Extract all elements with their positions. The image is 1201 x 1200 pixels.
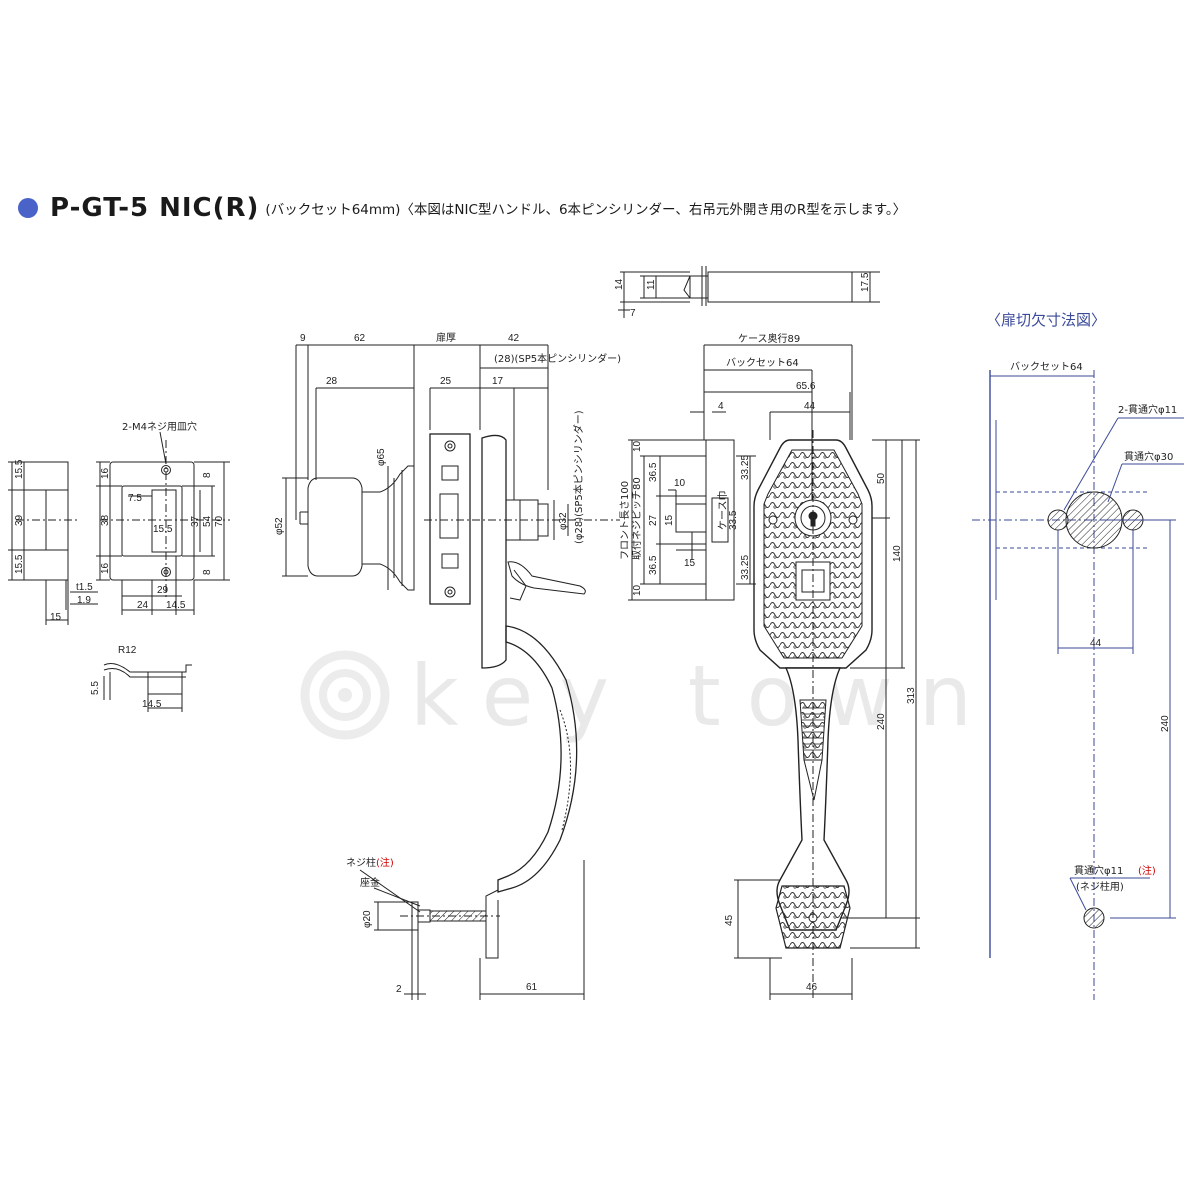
svg-text:15.5: 15.5 bbox=[14, 459, 25, 479]
svg-text:φ65: φ65 bbox=[376, 448, 387, 466]
svg-text:36.5: 36.5 bbox=[648, 555, 659, 575]
side-view bbox=[282, 344, 620, 1000]
svg-text:ネジ柱: ネジ柱 bbox=[346, 856, 376, 869]
svg-text:(ネジ柱用): (ネジ柱用) bbox=[1076, 880, 1124, 893]
svg-text:1.9: 1.9 bbox=[77, 595, 91, 606]
svg-text:14.5: 14.5 bbox=[142, 699, 162, 710]
svg-text:54: 54 bbox=[202, 515, 213, 527]
svg-text:(注): (注) bbox=[376, 856, 394, 869]
svg-text:7: 7 bbox=[630, 308, 636, 319]
svg-text:44: 44 bbox=[1090, 638, 1102, 649]
svg-text:2-貫通穴φ11: 2-貫通穴φ11 bbox=[1118, 403, 1177, 416]
door-cut-title: 〈扉切欠寸法図〉 bbox=[986, 311, 1106, 329]
svg-text:44: 44 bbox=[804, 401, 816, 412]
svg-text:10: 10 bbox=[632, 440, 643, 452]
svg-text:240: 240 bbox=[876, 713, 887, 730]
strike-plate-labels: 2-M4ネジ用皿穴 15.5 39 15.5 16 38 16 7.5 15.5… bbox=[14, 420, 225, 710]
svg-text:8: 8 bbox=[202, 569, 213, 575]
svg-text:313: 313 bbox=[906, 687, 917, 704]
svg-text:15: 15 bbox=[664, 514, 675, 526]
svg-text:7.5: 7.5 bbox=[128, 493, 142, 504]
svg-text:33.25: 33.25 bbox=[740, 455, 751, 480]
svg-text:61: 61 bbox=[526, 982, 538, 993]
svg-text:φ52: φ52 bbox=[274, 517, 285, 535]
watermark: key town bbox=[300, 647, 998, 745]
model-name: P-GT-5 NIC(R) bbox=[50, 193, 260, 223]
svg-text:50: 50 bbox=[876, 472, 887, 484]
svg-text:ケース奥行89: ケース奥行89 bbox=[738, 332, 800, 345]
svg-text:15.5: 15.5 bbox=[14, 554, 25, 574]
svg-text:扉厚: 扉厚 bbox=[436, 331, 456, 344]
svg-text:φ32: φ32 bbox=[558, 512, 569, 530]
svg-text:39: 39 bbox=[14, 514, 25, 526]
svg-text:14.5: 14.5 bbox=[166, 600, 186, 611]
svg-text:t1.5: t1.5 bbox=[76, 582, 93, 593]
door-cutout-view bbox=[972, 370, 1184, 1000]
strike-plate-view bbox=[8, 431, 230, 712]
svg-text:座金: 座金 bbox=[360, 876, 380, 889]
svg-text:38: 38 bbox=[100, 514, 111, 526]
svg-text:10: 10 bbox=[632, 584, 643, 596]
svg-text:貫通穴φ11: 貫通穴φ11 bbox=[1074, 864, 1123, 877]
svg-text:27: 27 bbox=[648, 514, 659, 526]
svg-text:取付ネジピッチ80: 取付ネジピッチ80 bbox=[630, 477, 643, 560]
bullet-icon bbox=[18, 198, 38, 218]
svg-text:24: 24 bbox=[137, 600, 149, 611]
svg-text:2: 2 bbox=[396, 984, 402, 995]
svg-text:15.5: 15.5 bbox=[153, 524, 173, 535]
svg-text:25: 25 bbox=[440, 376, 452, 387]
lock-case-top-view bbox=[618, 266, 880, 318]
svg-text:(φ28)(SP5本ピンシリンダー): (φ28)(SP5本ピンシリンダー) bbox=[572, 410, 585, 544]
svg-text:14: 14 bbox=[614, 278, 625, 290]
svg-text:フロント長さ100: フロント長さ100 bbox=[619, 481, 631, 560]
svg-text:65.6: 65.6 bbox=[796, 381, 816, 392]
svg-text:45: 45 bbox=[724, 914, 735, 926]
svg-text:15: 15 bbox=[50, 612, 62, 623]
svg-text:70: 70 bbox=[214, 515, 225, 527]
svg-text:バックセット64: バックセット64 bbox=[726, 357, 799, 369]
svg-text:62: 62 bbox=[354, 333, 366, 344]
svg-text:9: 9 bbox=[300, 333, 306, 344]
svg-text:33.25: 33.25 bbox=[740, 555, 751, 580]
model-description: (バックセット64mm)〈本図はNIC型ハンドル、6本ピンシリンダー、右吊元外開… bbox=[265, 202, 907, 218]
svg-text:5.5: 5.5 bbox=[90, 681, 101, 695]
svg-text:10: 10 bbox=[674, 478, 686, 489]
svg-text:42: 42 bbox=[508, 333, 520, 344]
svg-text:37: 37 bbox=[190, 515, 201, 527]
svg-text:8: 8 bbox=[202, 472, 213, 478]
screw-hole-label: 2-M4ネジ用皿穴 bbox=[122, 420, 197, 433]
svg-text:R12: R12 bbox=[118, 645, 137, 656]
svg-text:33.5: 33.5 bbox=[728, 510, 739, 530]
svg-text:16: 16 bbox=[100, 467, 111, 479]
svg-text:17: 17 bbox=[492, 376, 504, 387]
svg-text:貫通穴φ30: 貫通穴φ30 bbox=[1124, 450, 1173, 463]
svg-text:29: 29 bbox=[157, 585, 169, 596]
svg-text:17.5: 17.5 bbox=[860, 272, 871, 292]
side-view-labels: 9 62 扉厚 42 28 25 17 (28)(SP5本ピンシリンダー) φ6… bbox=[274, 331, 621, 995]
svg-text:36.5: 36.5 bbox=[648, 462, 659, 482]
front-view-labels: ケース奥行89 バックセット64 65.6 44 4 フロント長さ100 取付ネ… bbox=[619, 332, 917, 993]
svg-text:140: 140 bbox=[892, 545, 903, 562]
svg-text:バックセット64: バックセット64 bbox=[1010, 361, 1083, 373]
svg-text:key town: key town bbox=[410, 647, 998, 745]
front-view bbox=[628, 344, 920, 1000]
svg-text:(28)(SP5本ピンシリンダー): (28)(SP5本ピンシリンダー) bbox=[494, 352, 621, 365]
svg-text:16: 16 bbox=[100, 562, 111, 574]
svg-text:15: 15 bbox=[684, 558, 696, 569]
svg-text:φ20: φ20 bbox=[362, 910, 373, 928]
svg-text:240: 240 bbox=[1160, 715, 1171, 732]
svg-text:ケース巾: ケース巾 bbox=[716, 491, 729, 531]
svg-text:(注): (注) bbox=[1138, 864, 1156, 877]
title-bar: P-GT-5 NIC(R) (バックセット64mm)〈本図はNIC型ハンドル、6… bbox=[18, 188, 906, 228]
svg-text:11: 11 bbox=[646, 279, 657, 290]
svg-text:28: 28 bbox=[326, 376, 338, 387]
svg-text:4: 4 bbox=[718, 401, 724, 412]
svg-text:46: 46 bbox=[806, 982, 818, 993]
door-cutout-labels: 〈扉切欠寸法図〉 バックセット64 2-貫通穴φ11 貫通穴φ30 44 240… bbox=[986, 311, 1177, 893]
